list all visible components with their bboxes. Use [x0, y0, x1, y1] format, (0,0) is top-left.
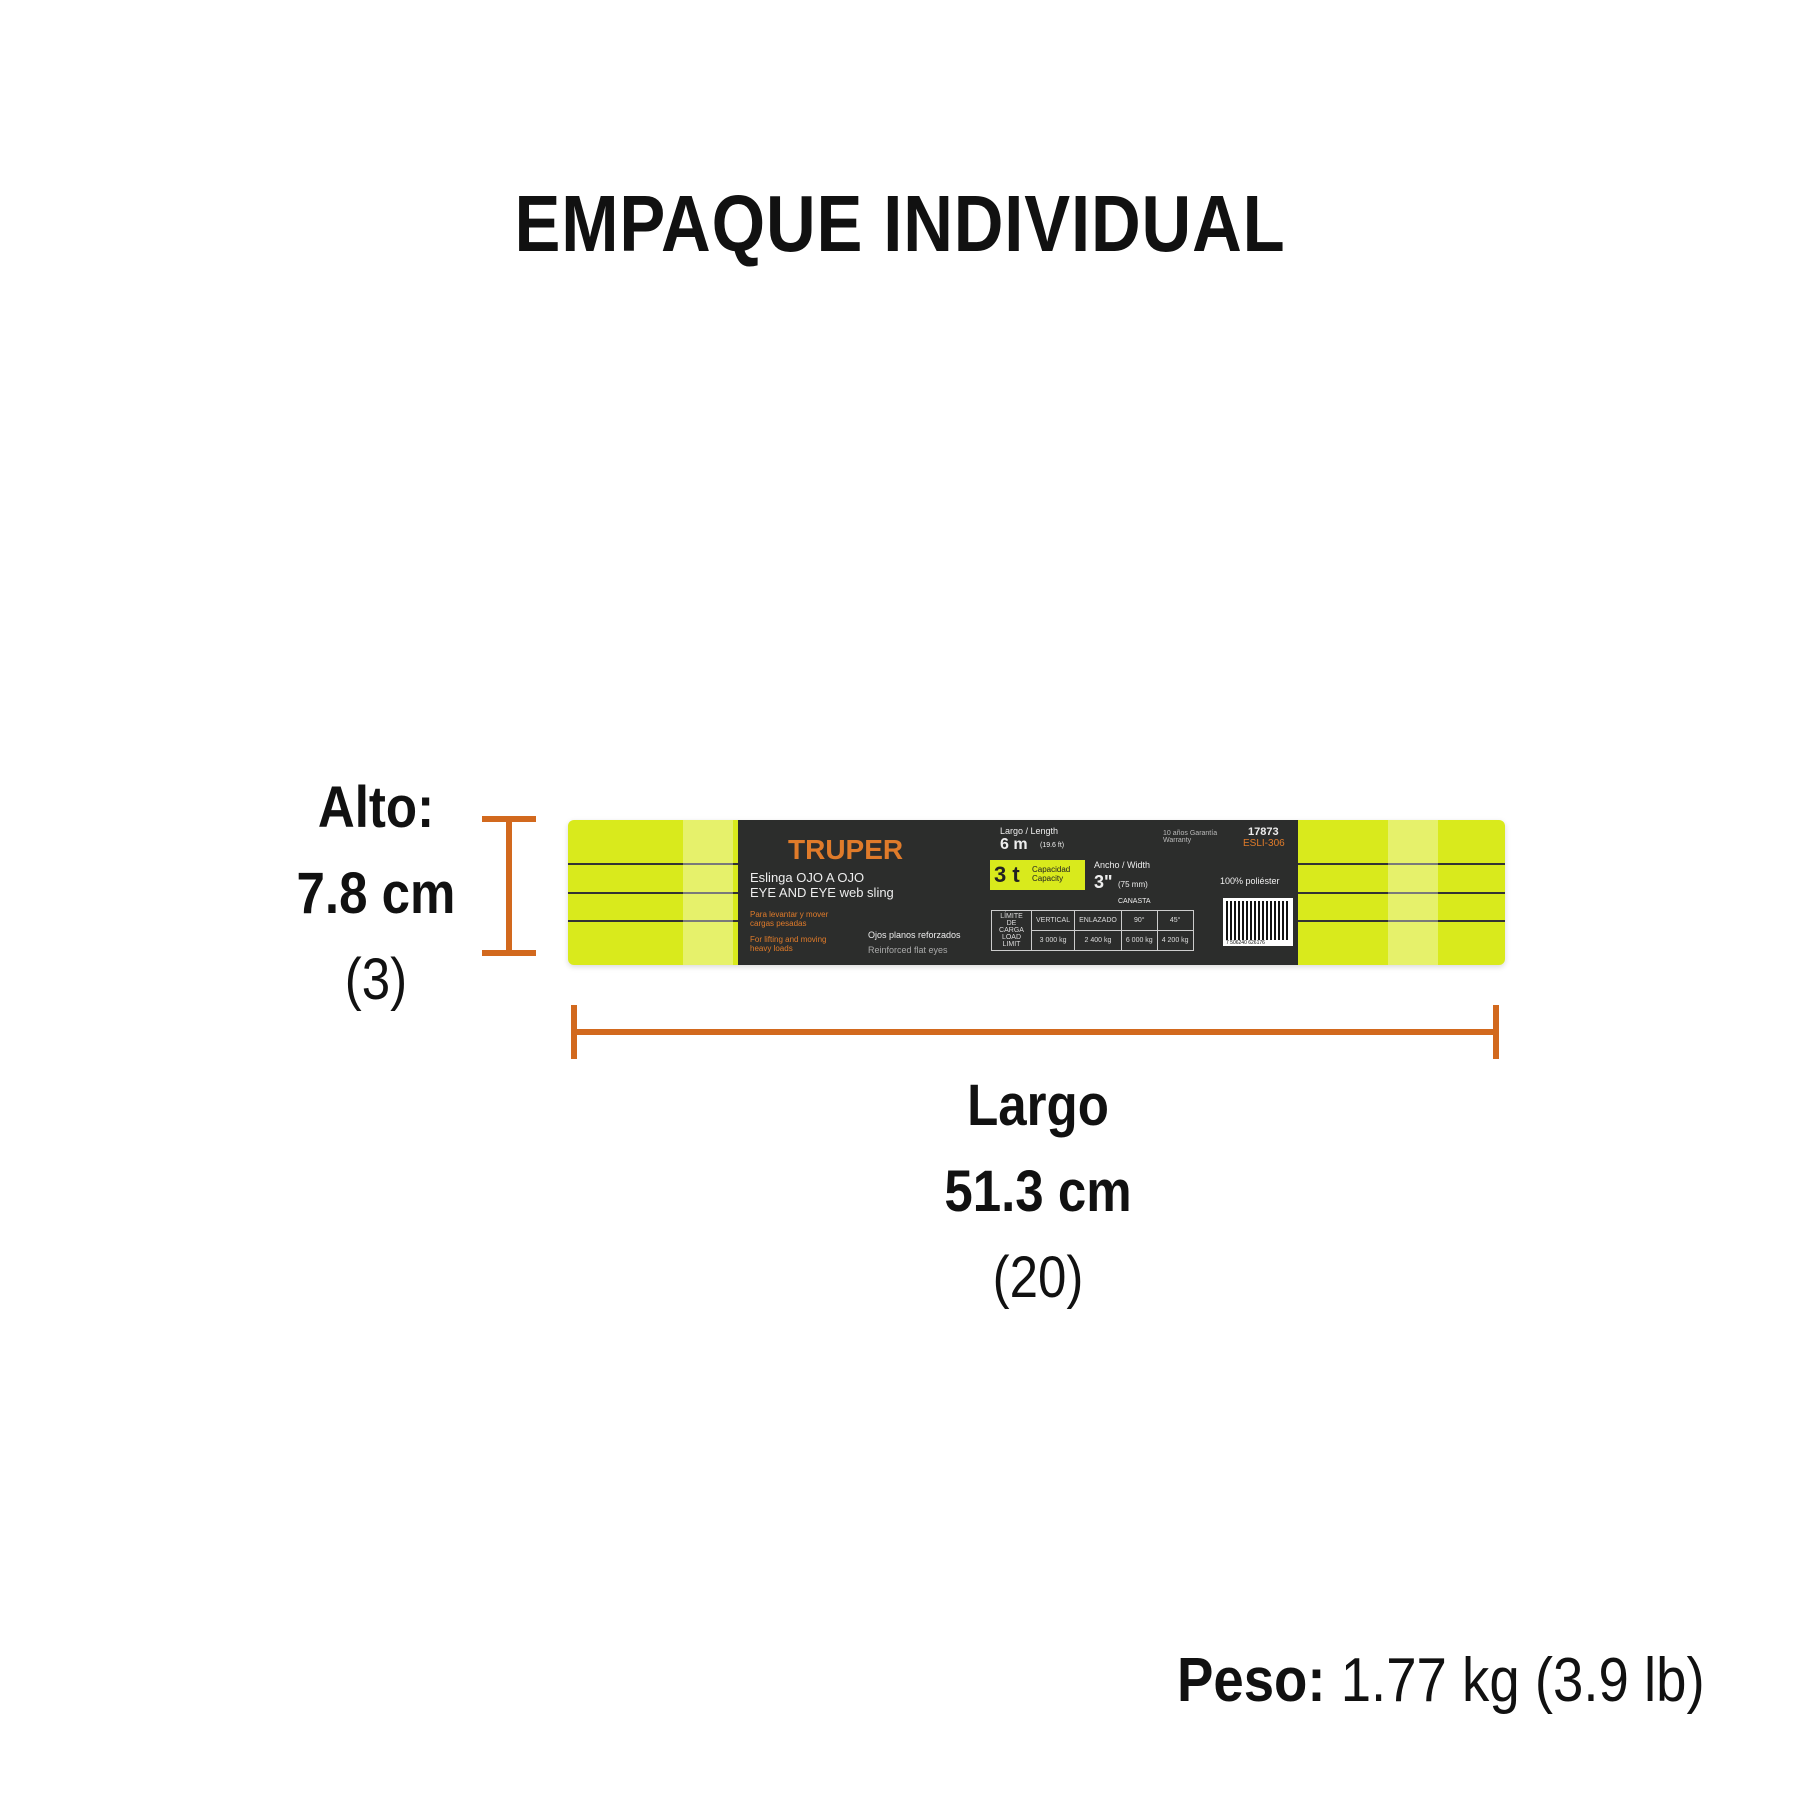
load-header: 45°	[1156, 910, 1194, 931]
brand-logo: TRUPER	[788, 834, 904, 865]
capacity-value: 3 t	[994, 862, 1020, 887]
load-limit-table: LÍMITE DE CARGA LOAD LIMIT VERTICAL ENLA…	[991, 910, 1194, 951]
use-es: Para levantar y mover cargas pesadas	[750, 910, 829, 928]
eyes-es: Ojos planos reforzados	[868, 930, 961, 940]
length-label: Largo	[967, 1073, 1109, 1138]
load-header: 90°	[1120, 910, 1158, 931]
material: 100% poliéster	[1220, 876, 1280, 886]
capacity-label: Capacidad Capacity	[1032, 865, 1071, 883]
load-limit-label: LÍMITE DE CARGA LOAD LIMIT	[991, 910, 1032, 951]
load-header: ENLAZADO	[1074, 910, 1122, 931]
barcode: 7 506240 626176	[1223, 898, 1293, 946]
capacity-box: 3 t Capacidad Capacity	[990, 860, 1085, 890]
weight: Peso: 1.77 kg (3.9 lb)	[1177, 1645, 1705, 1716]
weight-value: 1.77 kg (3.9 lb)	[1341, 1646, 1705, 1715]
height-metric: 7.8 cm	[296, 861, 456, 926]
name-es: Eslinga OJO A OJO	[750, 870, 865, 885]
model: ESLI-306	[1243, 838, 1285, 849]
eyes-en: Reinforced flat eyes	[868, 945, 948, 955]
load-value: 3 000 kg	[1030, 930, 1076, 951]
load-value: 4 200 kg	[1156, 930, 1194, 951]
barcode-number: 7 506240 626176	[1226, 940, 1290, 946]
page-title: EMPAQUE INDIVIDUAL	[514, 179, 1286, 268]
length-imperial: (19.6 ft)	[1040, 842, 1065, 849]
load-value: 2 400 kg	[1074, 930, 1122, 951]
length-value: 6 m	[1000, 836, 1028, 853]
height-dimension: Alto: 7.8 cm (3)	[270, 765, 481, 1023]
load-header: VERTICAL	[1030, 910, 1076, 931]
basket-label: CANASTA	[1118, 898, 1151, 905]
product-label: TRUPER Eslinga OJO A OJO EYE AND EYE web…	[738, 820, 1298, 965]
height-imperial: (3)	[344, 947, 408, 1012]
length-imperial: (20)	[992, 1245, 1084, 1310]
load-value: 6 000 kg	[1120, 930, 1158, 951]
warranty: 10 años Garantía Warranty	[1163, 830, 1218, 844]
width-metric: (75 mm)	[1118, 880, 1148, 889]
length-metric: 51.3 cm	[944, 1159, 1132, 1224]
length-dimension: Largo 51.3 cm (20)	[906, 1063, 1170, 1321]
weight-label: Peso:	[1177, 1646, 1326, 1715]
name-en: EYE AND EYE web sling	[750, 885, 894, 900]
use-en: For lifting and moving heavy loads	[750, 935, 827, 953]
length-label: Largo / Length	[1000, 826, 1059, 836]
height-label: Alto:	[317, 775, 435, 840]
width-label: Ancho / Width	[1094, 860, 1151, 870]
product-code: 17873	[1248, 826, 1279, 838]
width-value: 3"	[1094, 872, 1113, 892]
